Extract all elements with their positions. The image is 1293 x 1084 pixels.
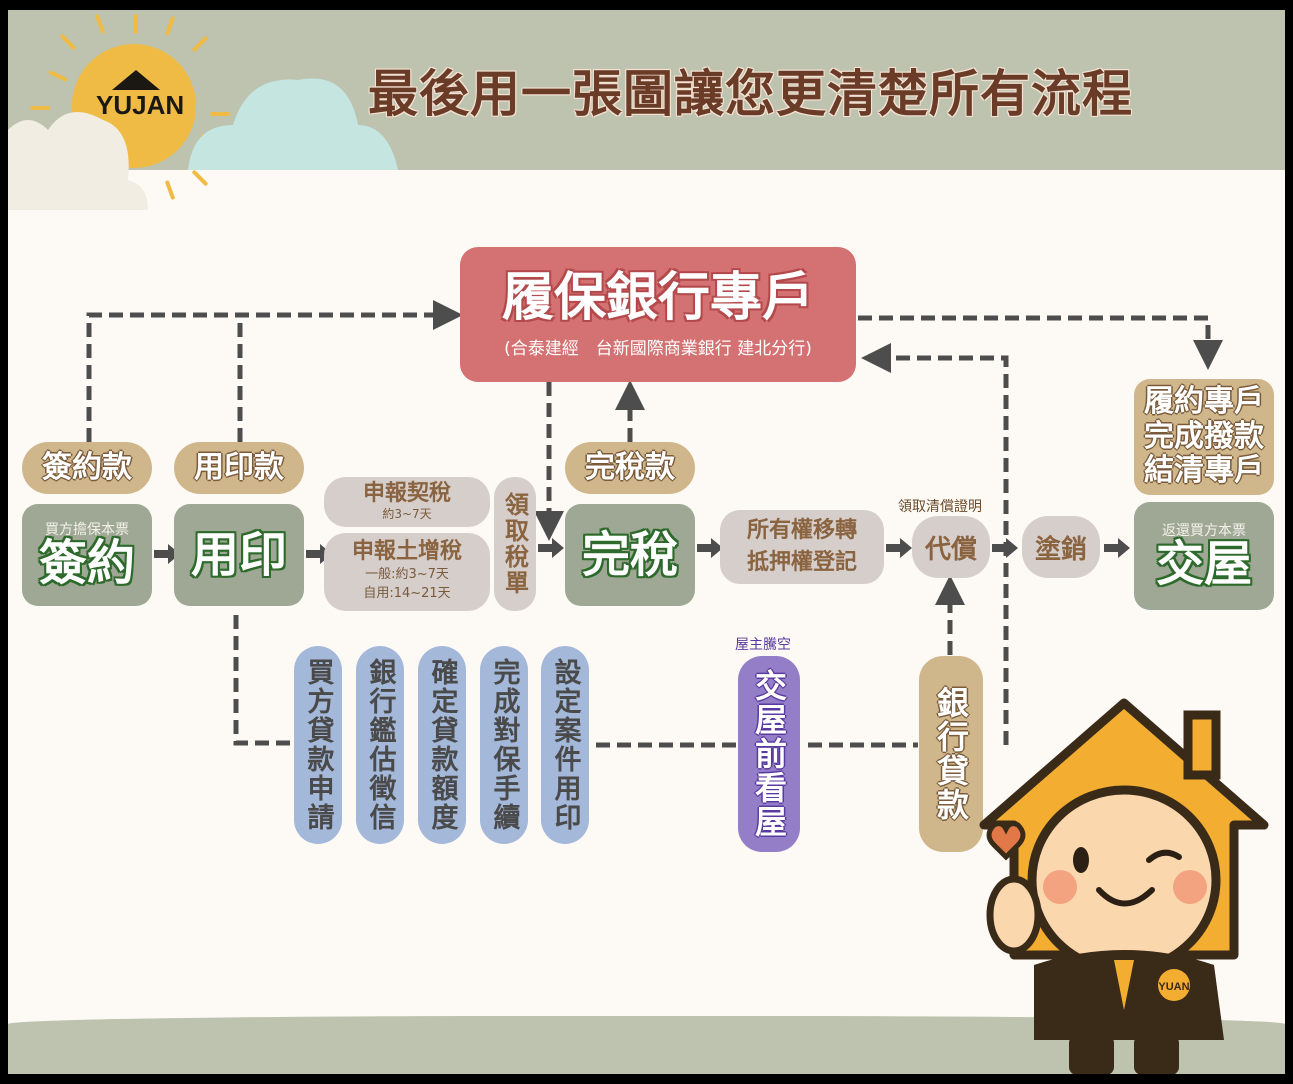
- loan-step-label: 買方貸款申請: [302, 658, 334, 832]
- house-logo-icon: [112, 70, 160, 90]
- payment-tax-complete: 完稅款: [565, 442, 695, 494]
- payment-signing: 簽約款: [22, 442, 152, 494]
- settlement-line-2: 完成撥款: [1144, 418, 1264, 454]
- payment-settlement: 履約專戶 完成撥款 結清專戶: [1134, 379, 1274, 495]
- loan-step: 確定貸款額度: [418, 646, 466, 844]
- mortgage-registration-label: 抵押權登記: [746, 550, 857, 575]
- step-stamping: 用印: [174, 504, 304, 606]
- step-transfer: 所有權移轉 抵押權登記: [720, 510, 884, 584]
- settlement-line-1: 履約專戶: [1144, 384, 1264, 420]
- loan-step-label: 完成對保手續: [488, 658, 520, 832]
- cloud-icon: [188, 78, 398, 170]
- step-cancel: 塗銷: [1022, 516, 1100, 578]
- loan-step: 銀行鑑估徵信: [356, 646, 404, 844]
- step-tax-paid-label: 完稅: [581, 527, 678, 583]
- mascot-icon: YUAN: [979, 698, 1269, 1074]
- deed-tax-note: 約3~7天: [382, 506, 432, 521]
- loan-step: 完成對保手續: [480, 646, 528, 844]
- payment-signing-label: 簽約款: [42, 449, 132, 485]
- cloud-icon: [8, 112, 148, 210]
- brand-logo: YUJAN: [96, 70, 184, 121]
- escrow-title: 履保銀行專戶: [501, 268, 814, 329]
- payment-stamping: 用印款: [174, 442, 304, 494]
- arrow-right-icon: [1104, 538, 1130, 558]
- get-tax-bill-label: 領取稅單: [500, 492, 529, 596]
- pre-handover-inspection: 交屋前看屋: [738, 656, 800, 852]
- logo-text: YUJAN: [96, 90, 185, 120]
- deed-tax-label: 申報契稅: [362, 480, 451, 506]
- payoff-note: 領取清償證明: [898, 499, 982, 515]
- loan-step: 買方貸款申請: [294, 646, 342, 844]
- step-signing: 買方擔保本票 簽約: [22, 504, 152, 606]
- step-handover: 返還買方本票 交屋: [1134, 502, 1274, 610]
- loan-step-label: 銀行鑑估徵信: [364, 658, 396, 832]
- pre-handover-note: 屋主騰空: [735, 637, 791, 653]
- mascot-badge: YUAN: [1158, 981, 1189, 993]
- stamping-to-loan-line: [233, 615, 293, 746]
- escrow-account-box: 履保銀行專戶 (合泰建經 台新國際商業銀行 建北分行): [460, 247, 856, 382]
- payment-tax-complete-label: 完稅款: [585, 449, 675, 485]
- loan-step-label: 設定案件用印: [549, 658, 581, 832]
- payoff-label: 代償: [924, 534, 977, 565]
- arrow-right-icon: [154, 544, 180, 564]
- signing-to-escrow-line: [86, 300, 463, 442]
- land-tax-note-self-use: 自用:14~21天: [363, 586, 451, 602]
- loan-step: 設定案件用印: [541, 646, 589, 844]
- land-tax-label: 申報土增稅: [351, 539, 462, 565]
- transfer-ownership-label: 所有權移轉: [746, 518, 857, 544]
- flow-connectors: [86, 300, 1223, 748]
- cancel-label: 塗銷: [1034, 534, 1087, 565]
- arrow-right-icon: [697, 538, 723, 558]
- escrow-subtitle: (合泰建經 台新國際商業銀行 建北分行): [504, 338, 812, 359]
- step-handover-note: 返還買方本票: [1162, 523, 1246, 539]
- page-title: 最後用一張圖讓您更清楚所有流程: [368, 65, 1133, 123]
- payment-stamping-label: 用印款: [194, 449, 284, 485]
- pre-handover-label: 交屋前看屋: [750, 669, 788, 839]
- step-tax-paid: 完稅: [565, 504, 695, 606]
- arrow-right-icon: [992, 538, 1018, 558]
- step-stamping-label: 用印: [190, 527, 287, 583]
- loan-to-escrow-line: [861, 343, 1009, 745]
- escrow-to-settlement-line: [858, 315, 1223, 370]
- step-handover-label: 交屋: [1155, 536, 1252, 592]
- step-signing-note: 買方擔保本票: [45, 522, 129, 538]
- arrow-right-icon: [886, 538, 912, 558]
- bank-loan-label: 銀行貸款: [932, 686, 970, 822]
- land-tax-note-general: 一般:約3~7天: [365, 566, 449, 582]
- step-deed-tax: 申報契稅 約3~7天: [324, 477, 490, 527]
- settlement-line-3: 結清專戶: [1144, 453, 1264, 489]
- step-payoff: 代償: [912, 516, 990, 578]
- infographic-frame: YUJAN 最後用一張圖讓您更清楚所有流程 履保銀行專戶 (合泰建經 台新國際商…: [8, 10, 1285, 1074]
- loan-step-label: 確定貸款額度: [426, 658, 458, 832]
- step-land-tax: 申報土增稅 一般:約3~7天 自用:14~21天: [324, 533, 490, 611]
- arrow-right-icon: [538, 538, 564, 558]
- step-signing-label: 簽約: [38, 535, 135, 591]
- step-get-tax-bill: 領取稅單: [494, 477, 536, 611]
- payment-bank-loan: 銀行貸款: [919, 656, 983, 852]
